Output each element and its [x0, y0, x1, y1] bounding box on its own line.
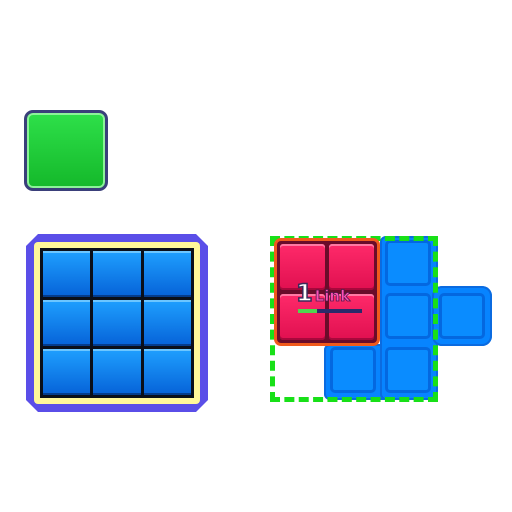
link-progress-bar: [298, 309, 362, 313]
board-cell[interactable]: [144, 349, 191, 395]
board-cell[interactable]: [93, 349, 140, 395]
board-cell[interactable]: [93, 300, 140, 346]
link-progress-fill: [298, 309, 318, 313]
green-tile-piece[interactable]: [24, 110, 108, 191]
blue-cell: [330, 347, 376, 393]
board-cell[interactable]: [144, 251, 191, 297]
blue-cell: [439, 293, 485, 339]
red-cell: [280, 244, 325, 290]
red-cell: [280, 294, 325, 340]
board-cell[interactable]: [43, 300, 90, 346]
board-cell[interactable]: [144, 300, 191, 346]
board-cell[interactable]: [43, 349, 90, 395]
blue-cell: [385, 240, 431, 286]
board-grid: [40, 248, 194, 398]
link-counter: 1 Link: [295, 279, 351, 307]
blue-cell: [385, 347, 431, 393]
red-cell: [329, 244, 374, 290]
link-label: Link: [314, 287, 351, 306]
board-cell[interactable]: [93, 251, 140, 297]
board-cell[interactable]: [43, 251, 90, 297]
blue-cell: [385, 293, 431, 339]
link-count: 1: [295, 279, 313, 307]
red-cell: [329, 294, 374, 340]
puzzle-board: [26, 234, 208, 412]
red-piece[interactable]: [274, 238, 380, 346]
board-inner-border: [34, 242, 200, 404]
